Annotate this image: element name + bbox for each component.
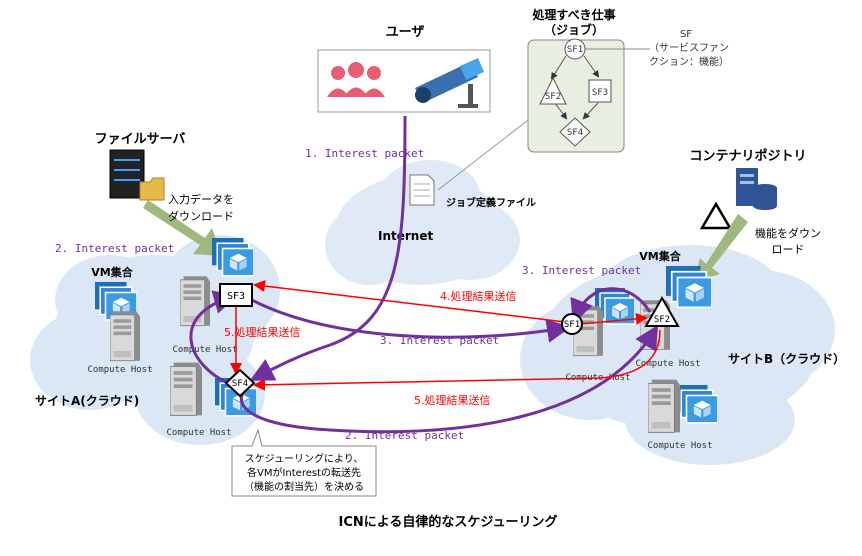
download-arrow-file xyxy=(143,200,222,256)
job-title-line1: 処理すべき仕事 xyxy=(531,7,615,22)
site-a-label: サイトA(クラウド) xyxy=(35,394,139,408)
result-path-sf1-sf2 xyxy=(579,312,648,325)
label-interest-1: 1. Interest packet xyxy=(305,147,424,160)
svg-text:SF4: SF4 xyxy=(232,379,248,389)
file-server-icon xyxy=(109,149,145,199)
label-interest-2-bottom: 2. Interest packet xyxy=(345,429,464,442)
sf-note-line2: （サービスファン xyxy=(649,42,729,54)
svg-text:SF4: SF4 xyxy=(567,128,583,138)
sf-note-line3: クション：機能） xyxy=(649,55,729,68)
job-file-label: ジョブ定義ファイル xyxy=(446,196,536,209)
compute-host-icon xyxy=(648,379,680,433)
diagram-caption: ICNによる自律的なスケジューリング xyxy=(339,514,558,530)
svg-text:SF3: SF3 xyxy=(592,88,608,98)
job-node-sf3 xyxy=(588,79,612,103)
svg-text:SF2: SF2 xyxy=(545,92,561,102)
site-b-host-label-2: Compute Host xyxy=(635,359,700,369)
compute-host-icon xyxy=(170,362,202,416)
user-box: ユーザ xyxy=(317,25,491,113)
compute-host-icon xyxy=(180,275,210,327)
note-line1: スケジューリングにより、 xyxy=(245,452,364,465)
note-line3: （機能の割当先）を決める xyxy=(244,480,364,493)
job-title-line2: （ジョブ） xyxy=(544,22,604,37)
site-b-label: サイトB（クラウド） xyxy=(728,351,845,366)
folder-icon xyxy=(139,177,165,201)
job-file-icon xyxy=(409,174,435,206)
repo-download-line2: ロード xyxy=(772,243,805,256)
download-arrow-repo xyxy=(694,214,748,282)
site-a-vm-label: VM集合 xyxy=(91,265,133,279)
svg-text:SF3: SF3 xyxy=(227,291,245,302)
warning-triangle-icon xyxy=(699,201,733,230)
interest-path-2-left xyxy=(189,290,238,387)
scheduling-note: スケジューリングにより、 各VMがInterestの転送先 （機能の割当先）を決… xyxy=(231,428,377,497)
label-interest-3-right: 3. Interest packet xyxy=(522,264,641,277)
vm-stack-icon xyxy=(676,385,718,424)
label-result-5-mid: 5.処理結果送信 xyxy=(414,393,491,407)
container-repository: コンテナリポジトリ 機能をダウン ロード xyxy=(689,148,821,282)
site-a-sf3-node: SF3 xyxy=(219,283,253,307)
sf-note-line1: SF xyxy=(680,29,692,40)
job-definition-box: 処理すべき仕事 （ジョブ） SF1 SF2 SF3 SF4 SF （サービスファ… xyxy=(527,7,729,153)
svg-text:SF1: SF1 xyxy=(564,320,580,330)
file-server: ファイルサーバ 入力データを ダウンロード xyxy=(95,132,234,256)
interest-path-2-bottom xyxy=(239,324,659,434)
interest-path-3-right xyxy=(570,287,652,324)
repo-download-line1: 機能をダウン xyxy=(755,226,821,240)
camera-icon xyxy=(415,58,484,108)
file-download-line2: ダウンロード xyxy=(168,209,234,223)
site-a-host-label-3: Compute Host xyxy=(166,428,231,438)
site-b-host-label-3: Compute Host xyxy=(647,441,712,451)
label-interest-2-left: 2. Interest packet xyxy=(55,242,174,255)
vm-stack-icon xyxy=(666,266,712,309)
site-a-host-label-2: Compute Host xyxy=(172,345,237,355)
site-b-sf2-node: SF2 xyxy=(644,295,680,327)
result-path-5-mid xyxy=(253,329,661,391)
note-line2: 各VMがInterestの転送先 xyxy=(247,466,361,479)
svg-text:SF2: SF2 xyxy=(654,315,670,325)
result-path-4 xyxy=(253,280,566,323)
repository-icon xyxy=(736,168,777,210)
label-result-4: 4.処理結果送信 xyxy=(440,289,517,303)
file-server-title: ファイルサーバ xyxy=(95,132,186,147)
site-a-host-label-1: Compute Host xyxy=(87,365,152,375)
internet-label: Internet xyxy=(378,229,433,243)
site-a-sf4-node: SF4 xyxy=(224,368,256,398)
people-icon xyxy=(327,62,385,97)
label-interest-3-mid: 3. Interest packet xyxy=(380,334,499,347)
user-title: ユーザ xyxy=(386,25,425,40)
job-node-sf4 xyxy=(559,117,591,147)
container-repo-title: コンテナリポジトリ xyxy=(689,148,806,164)
file-download-line1: 入力データを xyxy=(168,192,234,206)
interest-path-3-mid xyxy=(251,298,571,343)
label-result-5-left: 5.処理結果送信 xyxy=(224,325,301,339)
job-node-sf2 xyxy=(539,76,567,105)
compute-host-icon xyxy=(110,310,140,362)
site-b-vm-label: VM集合 xyxy=(639,249,681,263)
svg-text:SF1: SF1 xyxy=(567,45,583,55)
vm-stack-icon xyxy=(212,238,254,277)
site-b-sf1-node: SF1 xyxy=(561,313,583,335)
